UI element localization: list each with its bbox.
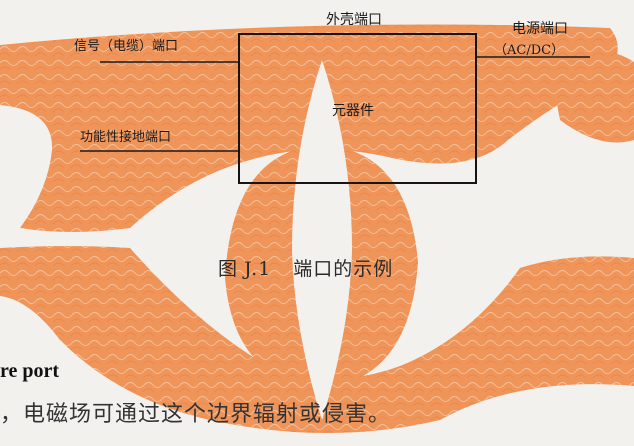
signal-port-label: 信号（电缆）端口 <box>74 39 179 54</box>
enclosure-boundary-box <box>238 33 477 184</box>
section-heading-fragment: re port <box>0 360 60 382</box>
component-label: 元器件 <box>332 103 374 119</box>
caption-prefix: 图 <box>218 258 239 280</box>
body-text-fragment: ，电磁场可通过这个边界辐射或侵害。 <box>0 402 392 427</box>
right-orange-lobe <box>548 49 634 143</box>
eye-pupil <box>292 60 352 420</box>
power-port-label: 电源端口 <box>512 21 568 37</box>
power-port-sub-label: （AC/DC） <box>494 43 565 58</box>
functional-earth-port-label: 功能性接地端口 <box>80 130 172 145</box>
caption-number: J.1 <box>244 258 272 280</box>
enclosure-port-label: 外壳端口 <box>326 12 382 28</box>
lower-orange-band <box>0 246 634 433</box>
caption-title: 端口的示例 <box>293 258 394 280</box>
